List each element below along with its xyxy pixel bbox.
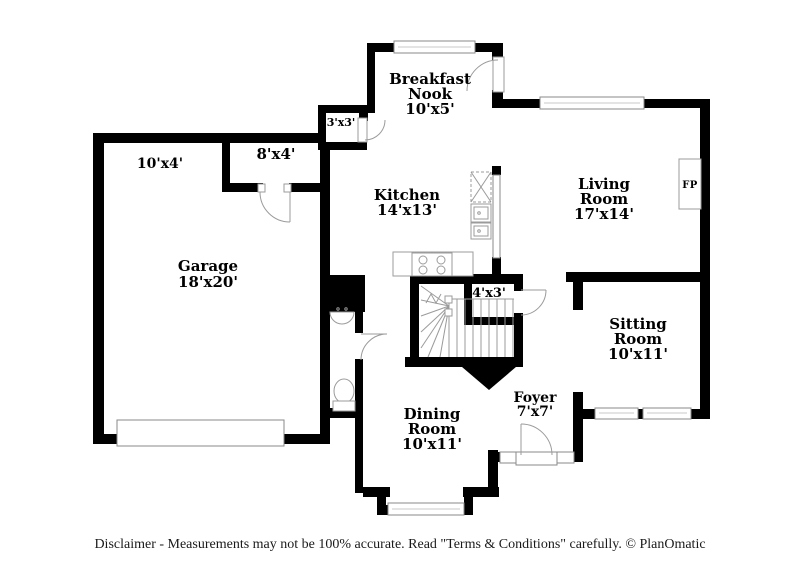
sidelite-window bbox=[556, 451, 575, 464]
fireplace-label: FP bbox=[682, 180, 698, 191]
wall-segment bbox=[514, 313, 523, 367]
toilet-tank bbox=[332, 400, 356, 412]
disclaimer-text: Disclaimer - Measurements may not be 100… bbox=[94, 537, 706, 552]
stair-entry-triangle bbox=[455, 361, 523, 390]
wall-segment bbox=[318, 142, 367, 150]
appliance-icon bbox=[470, 222, 492, 240]
door-arc bbox=[364, 119, 386, 141]
bathroom-sink-icon bbox=[329, 311, 355, 325]
area-label-3x3: 3'x3' bbox=[327, 116, 356, 129]
front-door-panel bbox=[515, 451, 558, 466]
wall-segment bbox=[573, 409, 710, 419]
door-leaf bbox=[492, 56, 505, 93]
stair-newel-post bbox=[444, 308, 453, 317]
fixtures bbox=[329, 158, 702, 412]
stair-winder bbox=[420, 299, 450, 307]
area-label-10x4: 10'x4' bbox=[137, 156, 183, 172]
wall-segment bbox=[566, 272, 710, 282]
pantry-cabinet-icon bbox=[470, 171, 492, 203]
stair-winder bbox=[420, 285, 450, 307]
door-arc bbox=[520, 423, 553, 456]
peninsula-cap bbox=[492, 166, 501, 175]
wall-segment bbox=[363, 487, 390, 497]
pantry-x-line bbox=[470, 171, 492, 203]
sidelite-window bbox=[499, 451, 518, 464]
stove-icon bbox=[411, 252, 453, 277]
door-jamb bbox=[283, 183, 292, 193]
doors bbox=[257, 56, 558, 466]
wall-segment bbox=[367, 43, 397, 52]
wall-segment bbox=[318, 105, 368, 113]
wall-segment bbox=[474, 43, 501, 52]
wall-segment bbox=[222, 143, 230, 191]
wall-segment bbox=[410, 274, 419, 367]
wall-segment bbox=[322, 408, 363, 418]
wall-segment bbox=[700, 99, 710, 419]
wall-segment bbox=[284, 434, 330, 444]
sink-faucet-dot bbox=[336, 307, 340, 311]
wall-segment bbox=[464, 283, 472, 325]
stair-winder bbox=[420, 305, 450, 333]
toilet-icon bbox=[333, 378, 355, 404]
stove-burner bbox=[418, 255, 428, 265]
wall-segment bbox=[93, 133, 104, 444]
sink-faucet-dot bbox=[344, 307, 348, 311]
wall-segment bbox=[410, 274, 523, 284]
door-arc bbox=[360, 333, 388, 361]
utility-closet-block bbox=[325, 275, 365, 312]
door-arc bbox=[259, 191, 291, 223]
stove-burner bbox=[418, 265, 428, 275]
wall-segment bbox=[222, 183, 263, 192]
door-arc bbox=[466, 59, 499, 92]
stair-direction-arrow bbox=[425, 292, 442, 305]
wall-segment bbox=[573, 392, 583, 462]
wall-segment bbox=[492, 43, 503, 60]
stairs bbox=[420, 285, 514, 358]
door-leaf bbox=[357, 117, 368, 143]
stair-newel-post bbox=[444, 295, 453, 304]
appliance-knob bbox=[477, 211, 481, 215]
fireplace-box bbox=[678, 158, 702, 210]
peninsula-wall bbox=[492, 257, 501, 284]
wall-segment bbox=[464, 317, 516, 325]
door-arc bbox=[520, 289, 547, 316]
windows bbox=[116, 40, 692, 516]
wall-segment bbox=[93, 434, 119, 444]
wall-segment bbox=[464, 495, 473, 515]
wall-segment bbox=[93, 133, 326, 143]
wall-segment bbox=[367, 43, 375, 113]
appliance-inner bbox=[473, 225, 489, 237]
wall-segment bbox=[488, 450, 498, 497]
door-jamb bbox=[257, 183, 266, 193]
stair-winder bbox=[420, 305, 450, 317]
stair-winder bbox=[420, 305, 450, 349]
wall-segment bbox=[573, 272, 583, 310]
wall-segment bbox=[514, 274, 523, 291]
area-label-8x4: 8'x4' bbox=[256, 145, 295, 163]
wall-segment bbox=[289, 183, 330, 192]
appliance-icon bbox=[470, 203, 492, 223]
garage-door bbox=[116, 419, 285, 447]
wall-segment bbox=[355, 359, 363, 493]
appliance-knob bbox=[477, 229, 481, 233]
wall-segment bbox=[318, 105, 326, 150]
wall-segment bbox=[463, 487, 499, 497]
stove-burner bbox=[436, 255, 446, 265]
wall-segment bbox=[355, 312, 363, 333]
stove-burner bbox=[436, 265, 446, 275]
wall-segment bbox=[359, 105, 368, 121]
kitchen-peninsula-halfwall bbox=[492, 174, 501, 259]
area-label-4x3: 4'x3' bbox=[472, 286, 506, 301]
appliance-inner bbox=[473, 206, 489, 220]
